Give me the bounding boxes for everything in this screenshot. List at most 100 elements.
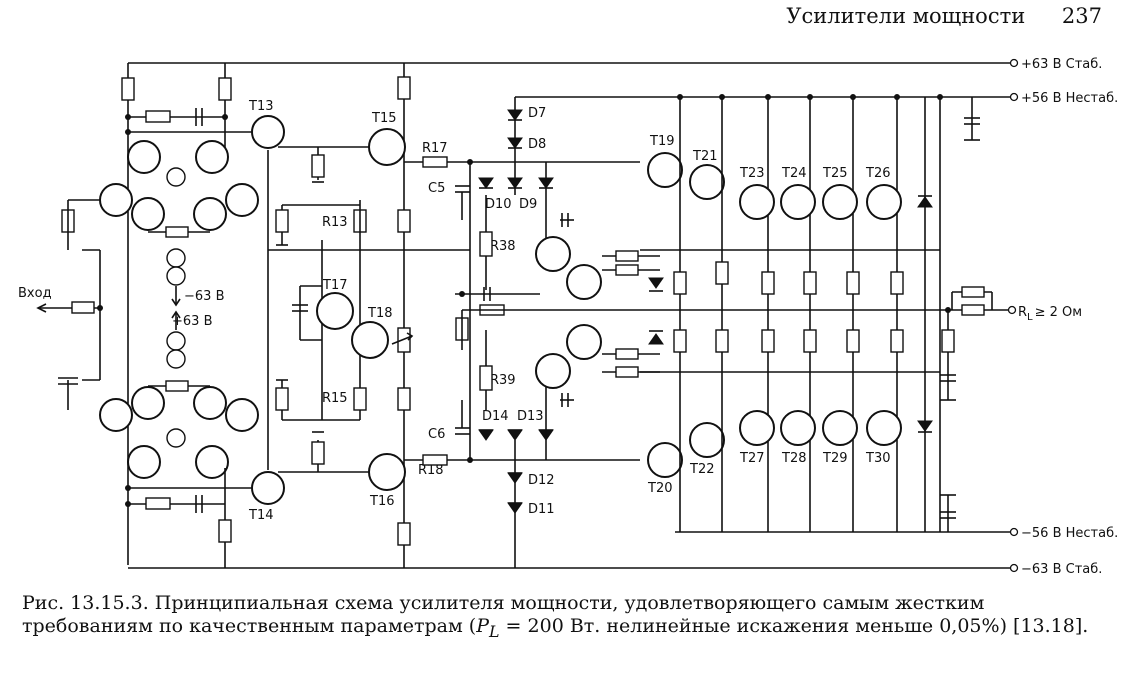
resistor (479, 231, 493, 257)
input-stage: −63 В +63 В (58, 63, 470, 568)
figure-caption: Рис. 13.15.3. Принципиальная схема усили… (22, 592, 1112, 643)
diode (507, 177, 523, 189)
pos-stab-terminal (1009, 58, 1019, 68)
caption-p-subscript: L (489, 622, 500, 641)
transistor (822, 410, 858, 446)
resistor (715, 261, 729, 285)
resistor (846, 329, 860, 353)
transistor (866, 184, 902, 220)
resistor (615, 366, 639, 378)
current-source (166, 428, 186, 448)
transistor-label: T22 (689, 462, 714, 477)
transistor-label: T29 (822, 451, 847, 466)
resistor (941, 329, 955, 353)
diode (507, 502, 523, 514)
input-resistor (71, 301, 95, 314)
transistor (351, 321, 389, 359)
diode-label: D7 (528, 106, 546, 121)
resistor (311, 441, 325, 465)
transistor-label: T30 (865, 451, 890, 466)
page-header: Усилители мощности 237 (786, 4, 1102, 28)
resistor (673, 271, 687, 295)
resistor (145, 497, 171, 510)
diode (648, 333, 664, 345)
pos-unstab-terminal (1009, 92, 1019, 102)
current-source (166, 349, 186, 369)
resistor (715, 329, 729, 353)
resistor-label: R15 (322, 391, 348, 406)
page-header-title: Усилители мощности (786, 4, 1026, 28)
transistor (566, 324, 602, 360)
transistor-label: T21 (692, 149, 717, 164)
diode (507, 429, 523, 441)
resistor (422, 156, 448, 168)
protection-stage (535, 213, 664, 407)
diode-label: D12 (528, 473, 555, 488)
resistor-label: R39 (490, 373, 516, 388)
resistor (615, 348, 639, 360)
diode (507, 137, 523, 149)
transistor-label: T25 (822, 166, 847, 181)
diode-label: D10 (485, 197, 512, 212)
output-inductor (961, 304, 985, 316)
diode-label: D13 (517, 409, 544, 424)
transistor-label: T17 (322, 278, 347, 293)
resistor (165, 226, 189, 238)
transistor (225, 398, 259, 432)
current-source (166, 248, 186, 268)
resistor-label: R38 (490, 239, 516, 254)
neg-stab-terminal (1009, 563, 1019, 573)
diode (648, 277, 664, 289)
resistor-label: R18 (418, 463, 444, 478)
resistor (846, 271, 860, 295)
transistor (566, 264, 602, 300)
transistor (127, 445, 161, 479)
load-label: RL≥ 2 Ом (1018, 305, 1082, 323)
transistor (368, 128, 406, 166)
transistor (535, 236, 571, 272)
current-source (166, 331, 186, 351)
page-number: 237 (1061, 4, 1102, 28)
diode (478, 429, 494, 441)
transistor-label: T18 (367, 306, 392, 321)
transistor (535, 353, 571, 389)
transistor (99, 398, 133, 432)
transistor (195, 445, 229, 479)
diode (478, 177, 494, 189)
diode-label: D14 (482, 409, 509, 424)
resistor (479, 365, 493, 391)
transistor (647, 442, 683, 478)
bias-network: C5 C6 R38 R39 (428, 159, 640, 463)
supply-label-minus: −63 В (184, 289, 225, 304)
transistor (866, 410, 902, 446)
rail-label-neg-stab: −63 В Стаб. (1021, 562, 1102, 577)
resistor (803, 329, 817, 353)
transistor (647, 152, 683, 188)
resistor (165, 380, 189, 392)
resistor (761, 271, 775, 295)
transistor (131, 197, 165, 231)
transistor (225, 183, 259, 217)
resistor (218, 77, 232, 101)
transistor (193, 386, 227, 420)
capacitor-label: C6 (428, 427, 445, 442)
transistor (251, 471, 285, 505)
caption-p-symbol: P (476, 615, 489, 637)
resistor (397, 209, 411, 233)
input-label: Вход (18, 286, 52, 301)
diode-label: D8 (528, 137, 546, 152)
rail-label-pos-unstab: +56 В Нестаб. (1021, 91, 1118, 106)
neg-unstab-terminal (1009, 527, 1019, 537)
rail-label-neg-unstab: −56 В Нестаб. (1021, 526, 1118, 541)
transistor-label: T23 (739, 166, 764, 181)
resistor (275, 387, 289, 411)
transistor (127, 140, 161, 174)
current-source (166, 266, 186, 286)
input-section: Вход (18, 249, 103, 381)
vas-stage: T15 T16 R17 R18 R13 R15 T17 T18 (275, 63, 470, 568)
transistor (99, 183, 133, 217)
transistor (739, 184, 775, 220)
resistor (218, 519, 232, 543)
supply-rails: +63 В Стаб. +56 В Нестаб. −56 В Нестаб. … (128, 57, 1118, 577)
transistor (689, 164, 725, 200)
